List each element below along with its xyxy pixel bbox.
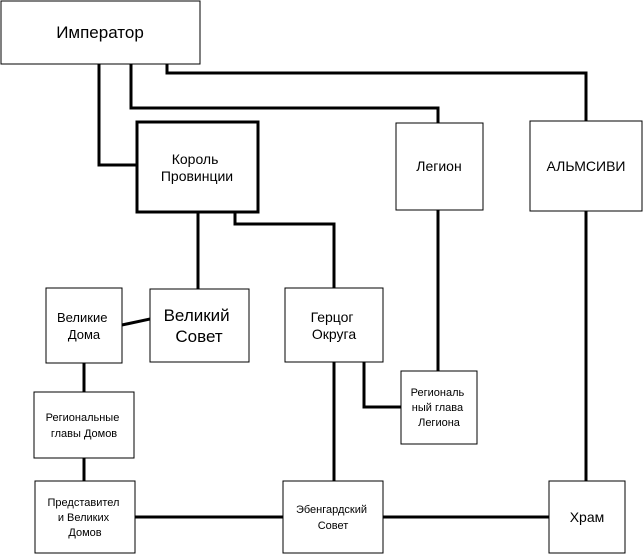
emperor-node: Император — [0, 0, 201, 65]
great-houses-node: Великие Дома — [45, 287, 123, 364]
almsivi-node: АЛЬМСИВИ — [529, 120, 643, 212]
regional-legion-head-label: Региональ ный глава Легиона — [411, 387, 468, 429]
connector-king-duke — [233, 210, 336, 290]
great-houses-label: Великие Дома — [57, 310, 111, 342]
king-of-province-node: Король Провинции — [135, 120, 260, 214]
connector-great-houses-great-council — [120, 317, 152, 327]
regional-house-heads-node: Региональные главы Домов — [33, 391, 135, 459]
district-duke-node: Герцог Округа — [284, 287, 384, 363]
connector-duke-regional-legion-head — [362, 360, 403, 409]
legion-node: Легион — [395, 122, 484, 211]
temple-label: Храм — [570, 509, 605, 525]
ebonheart-council-label: Эбенгардский Совет — [296, 504, 370, 532]
ebonheart-council-node: Эбенгардский Совет — [282, 480, 384, 554]
connector-emperor-legion — [129, 62, 440, 125]
king-of-province-label: Король Провинции — [161, 151, 233, 184]
house-representatives-node: Представител и Великих Домов — [34, 480, 136, 554]
district-duke-label: Герцог Округа — [311, 309, 358, 342]
great-council-label: Великий Совет — [164, 306, 235, 346]
great-council-node: Великий Совет — [149, 288, 250, 363]
regional-house-heads-label: Региональные главы Домов — [46, 412, 123, 440]
connector-emperor-almsivi — [165, 62, 588, 123]
house-representatives-label: Представител и Великих Домов — [48, 497, 123, 539]
regional-legion-head-node: Региональ ный глава Легиона — [400, 370, 478, 445]
temple-node: Храм — [548, 480, 626, 554]
legion-label: Легион — [416, 158, 461, 174]
almsivi-label: АЛЬМСИВИ — [547, 158, 626, 174]
emperor-label: Император — [56, 23, 144, 42]
connectors — [82, 62, 588, 519]
connector-emperor-king — [97, 62, 139, 167]
